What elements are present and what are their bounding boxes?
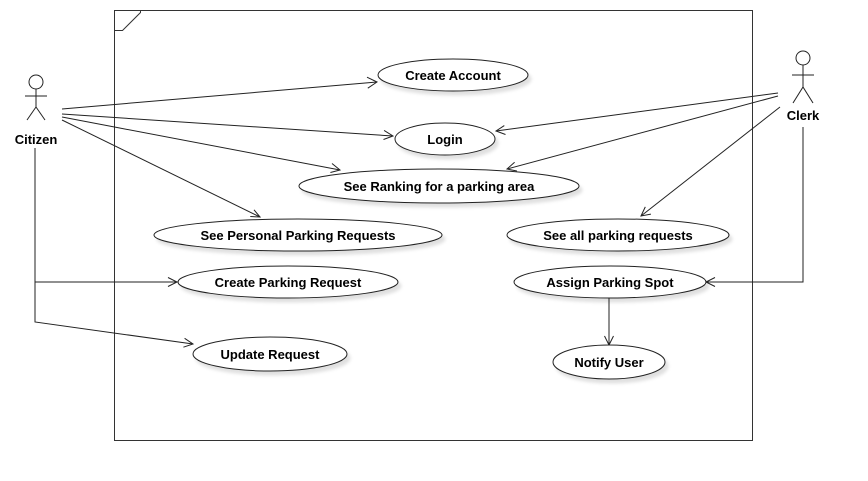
- use-case-label: Create Account: [405, 68, 501, 83]
- arrowhead: [505, 161, 517, 172]
- arrowhead: [183, 337, 195, 348]
- use-case-assign-spot: Assign Parking Spot: [513, 265, 707, 299]
- use-case-label: See all parking requests: [543, 228, 693, 243]
- use-case-label: Create Parking Request: [215, 275, 362, 290]
- actor-citizen: [25, 74, 47, 121]
- arrowhead: [383, 129, 395, 140]
- use-case-create-request: Create Parking Request: [177, 265, 399, 299]
- use-case-login: Login: [394, 122, 496, 156]
- use-case-label: Update Request: [221, 347, 321, 362]
- use-case-see-personal: See Personal Parking Requests: [153, 218, 443, 252]
- actor-citizen-label: Citizen: [15, 132, 58, 147]
- use-case-see-all: See all parking requests: [506, 218, 730, 252]
- use-case-create-account: Create Account: [377, 58, 529, 92]
- assoc-citizen-login: [61, 113, 394, 137]
- assoc-clerk-see-ranking: [506, 95, 779, 170]
- assoc-citizen-create-account: [61, 81, 378, 110]
- arrowhead: [494, 125, 506, 135]
- use-case-update-request: Update Request: [192, 336, 348, 372]
- arrowhead: [250, 209, 262, 218]
- use-case-notify-user: Notify User: [552, 344, 666, 380]
- use-case-label: Login: [427, 132, 462, 147]
- assoc-clerk-see-all: [640, 106, 781, 217]
- arrowhead: [330, 163, 342, 173]
- boundary-corner-tab: [114, 10, 141, 31]
- actor-clerk-label: Clerk: [787, 108, 820, 123]
- use-case-label: See Personal Parking Requests: [200, 228, 395, 243]
- arrowhead: [366, 76, 379, 89]
- use-case-see-ranking: See Ranking for a parking area: [298, 168, 580, 204]
- arrowhead: [167, 277, 179, 287]
- use-case-label: See Ranking for a parking area: [344, 179, 536, 194]
- use-case-label: Assign Parking Spot: [546, 275, 674, 290]
- actor-head: [28, 74, 44, 90]
- assoc-clerk-assign-spot: [706, 127, 804, 283]
- assoc-citizen-see-personal: [61, 119, 261, 218]
- actor-clerk: [792, 50, 814, 104]
- use-case-label: Notify User: [574, 355, 643, 370]
- actor-head: [795, 50, 811, 66]
- assoc-citizen-update-request: [34, 282, 194, 345]
- assoc-citizen-see-ranking: [61, 116, 341, 171]
- associations: [34, 76, 804, 348]
- assoc-clerk-login: [495, 92, 779, 132]
- arrowhead: [640, 206, 651, 217]
